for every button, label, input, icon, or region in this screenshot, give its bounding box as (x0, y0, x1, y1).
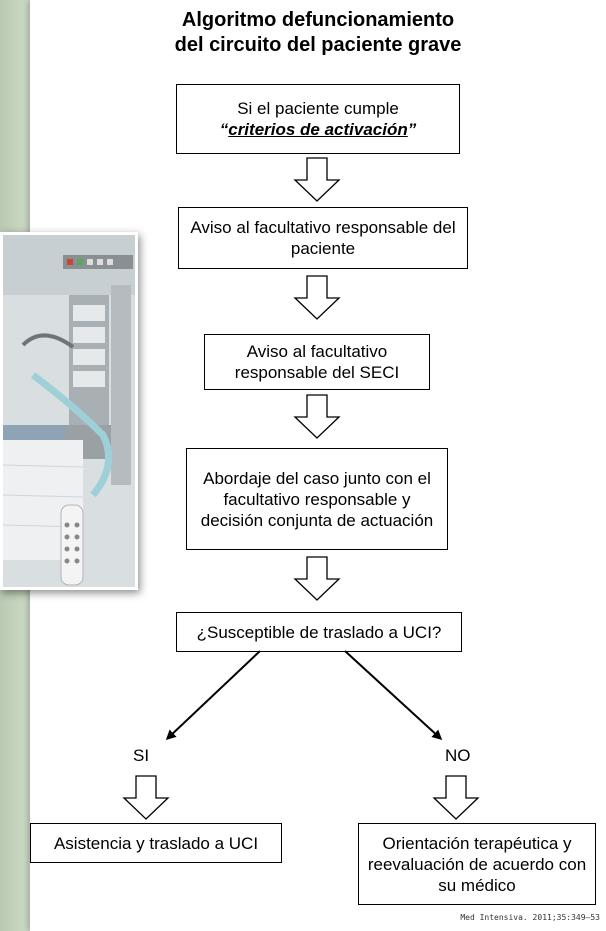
yes-branch-label: SI (133, 746, 150, 765)
title-line-1: Algoritmo defuncionamiento (181, 9, 455, 31)
step3-text: Aviso al facultativo responsable del SEC… (234, 342, 400, 382)
title-line-2: del circuito del paciente grave (174, 34, 462, 56)
down-arrow-5-icon (122, 775, 170, 820)
yes-branch-arrow-icon (165, 650, 261, 741)
decision-icu-transfer: ¿Susceptible de traslado a UCI? (176, 612, 462, 652)
outcome-therapeutic-orientation: Orientación terapéutica y reevaluación d… (358, 823, 596, 905)
step1-emphasis-line: “criterios de activación” (220, 119, 417, 140)
no-branch-label: NO (445, 746, 471, 765)
step-joint-decision: Abordaje del caso junto con el facultati… (186, 448, 448, 550)
no-branch-arrow-icon (344, 650, 443, 741)
step4-text: Abordaje del caso junto con el facultati… (200, 468, 434, 530)
close-quote: ” (407, 120, 417, 139)
decision-text: ¿Susceptible de traslado a UCI? (196, 622, 442, 642)
no-outcome-text: Orientación terapéutica y reevaluación d… (367, 833, 587, 895)
step1-emphasis: criterios de activación (228, 120, 408, 139)
step1-text-line: Si el paciente cumple (237, 99, 399, 118)
down-arrow-3-icon (293, 394, 341, 439)
hospital-icu-bed-photo-icon (3, 235, 135, 587)
step-activation-criteria: Si el paciente cumple “criterios de acti… (176, 84, 460, 154)
yes-outcome-text: Asistencia y traslado a UCI (53, 833, 259, 853)
source-citation: Med Intensiva. 2011;35:349–53 (460, 913, 600, 922)
step2-text: Aviso al facultativo responsable del pac… (190, 218, 456, 258)
outcome-icu-transfer: Asistencia y traslado a UCI (30, 823, 282, 863)
open-quote: “ (219, 120, 229, 139)
down-arrow-4-icon (293, 556, 341, 601)
down-arrow-1-icon (293, 157, 341, 202)
down-arrow-6-icon (432, 775, 480, 820)
step-notify-responsible-physician: Aviso al facultativo responsable del pac… (178, 207, 468, 269)
step-notify-seci-physician: Aviso al facultativo responsable del SEC… (204, 334, 430, 390)
down-arrow-2-icon (293, 275, 341, 320)
diagram-title: Algoritmo defuncionamiento del circuito … (30, 8, 606, 58)
icu-bed-photo (0, 232, 138, 590)
